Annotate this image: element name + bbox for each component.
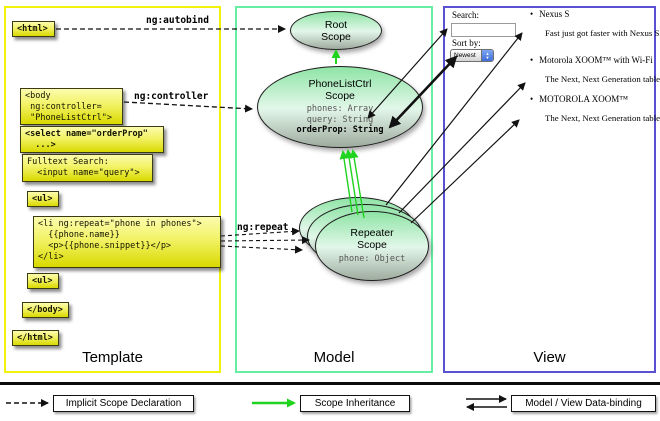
- phonelistctrl-prop-query: query: String: [306, 114, 374, 125]
- phone-title: Nexus S: [539, 9, 570, 19]
- legend-implicit-scope: Implicit Scope Declaration: [53, 395, 194, 412]
- legend-divider: [0, 382, 660, 385]
- code-fulltext-search: Fulltext Search: <input name="query">: [22, 154, 153, 182]
- phonelistctrl-scope-ellipse: PhoneListCtrl Scope phones: Array query:…: [257, 66, 423, 148]
- root-scope-ellipse: Root Scope: [290, 11, 382, 50]
- phone-snippet: The Next, Next Generation tablet.: [545, 113, 660, 123]
- phone-snippet: The Next, Next Generation tablet.: [545, 74, 660, 84]
- dropdown-stepper-icon: ▲▼: [481, 50, 493, 61]
- code-select: <select name="orderProp" ...>: [20, 126, 164, 153]
- phone-title: Motorola XOOM™ with Wi-Fi: [539, 55, 653, 65]
- search-label: Search:: [452, 10, 479, 20]
- bullet-icon: •: [530, 55, 534, 65]
- repeater-scope-ellipse-front: Repeater Scope phone: Object: [315, 211, 429, 281]
- code-ul-close: <ul>: [27, 273, 59, 289]
- ng-autobind-label: ng:autobind: [146, 15, 209, 26]
- template-column: Template: [4, 6, 221, 373]
- model-column-label: Model: [313, 349, 355, 366]
- search-input[interactable]: [451, 23, 516, 37]
- phonelistctrl-prop-orderprop: orderProp: String: [296, 125, 384, 136]
- phone-snippet: Fast just got faster with Nexus S.: [545, 28, 660, 38]
- repeater-scope-title: Repeater Scope: [350, 227, 394, 252]
- phone-title: MOTOROLA XOOM™: [539, 94, 629, 104]
- code-html-open: <html>: [12, 21, 55, 37]
- code-body-close: </body>: [22, 302, 69, 318]
- ng-repeat-label: ng:repeat: [237, 222, 289, 233]
- legend-scope-inheritance: Scope Inheritance: [300, 395, 410, 412]
- root-scope-title: Root Scope: [321, 18, 351, 43]
- bullet-icon: •: [530, 9, 534, 19]
- legend-data-binding: Model / View Data-binding: [511, 395, 656, 412]
- ng-controller-label: ng:controller: [134, 91, 209, 102]
- phonelistctrl-prop-phones: phones: Array: [306, 104, 374, 115]
- code-html-close: </html>: [12, 330, 59, 346]
- view-column-label: View: [533, 349, 566, 366]
- template-column-label: Template: [82, 349, 143, 366]
- sort-dropdown-value: Newest: [454, 51, 476, 59]
- sort-dropdown[interactable]: Newest ▲▼: [450, 49, 494, 62]
- phone-list-item: • Nexus S Fast just got faster with Nexu…: [530, 9, 660, 39]
- code-li-repeat: <li ng:repeat="phone in phones"> {{phone…: [33, 216, 221, 268]
- phone-list-item: • MOTOROLA XOOM™ The Next, Next Generati…: [530, 94, 660, 124]
- phonelistctrl-scope-title: PhoneListCtrl Scope: [308, 78, 372, 103]
- code-body-open: <body ng:controller= "PhoneListCtrl">: [20, 88, 123, 125]
- model-column: Model: [235, 6, 433, 373]
- code-ul-open: <ul>: [27, 191, 59, 207]
- phone-list-item: • Motorola XOOM™ with Wi-Fi The Next, Ne…: [530, 55, 660, 85]
- sort-by-label: Sort by:: [452, 38, 481, 48]
- repeater-prop-phone: phone: Object: [338, 254, 406, 265]
- bullet-icon: •: [530, 94, 534, 104]
